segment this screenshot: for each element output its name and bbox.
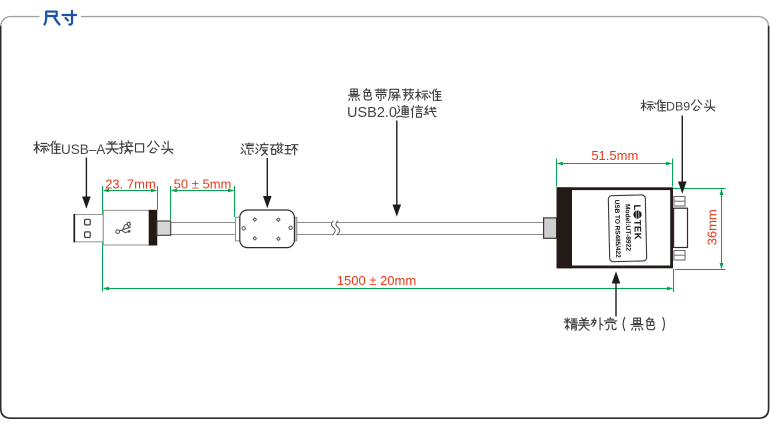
svg-text:50 ± 5mm: 50 ± 5mm bbox=[174, 177, 232, 192]
svg-text:51.5mm: 51.5mm bbox=[591, 148, 638, 163]
svg-text:USB–A: USB–A bbox=[61, 142, 105, 157]
svg-text:USB TO RS485/422: USB TO RS485/422 bbox=[613, 200, 621, 259]
svg-text:23. 7mm: 23. 7mm bbox=[105, 177, 156, 192]
svg-text:1500 ± 20mm: 1500 ± 20mm bbox=[337, 273, 416, 288]
svg-text:Model:UT-8922: Model:UT-8922 bbox=[623, 204, 631, 252]
svg-text:USB2.0: USB2.0 bbox=[347, 105, 397, 121]
svg-text:TEK: TEK bbox=[631, 220, 642, 240]
svg-text:L: L bbox=[631, 204, 642, 210]
svg-text:36mm: 36mm bbox=[705, 209, 720, 245]
svg-text:DB9: DB9 bbox=[666, 100, 690, 114]
